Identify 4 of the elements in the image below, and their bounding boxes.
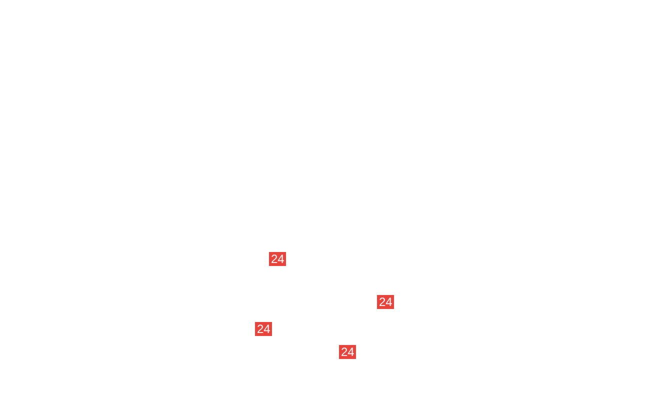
- value-badge: 24: [269, 252, 286, 266]
- value-badge: 24: [339, 345, 356, 359]
- value-badge: 24: [255, 322, 272, 336]
- value-badge: 24: [377, 295, 394, 309]
